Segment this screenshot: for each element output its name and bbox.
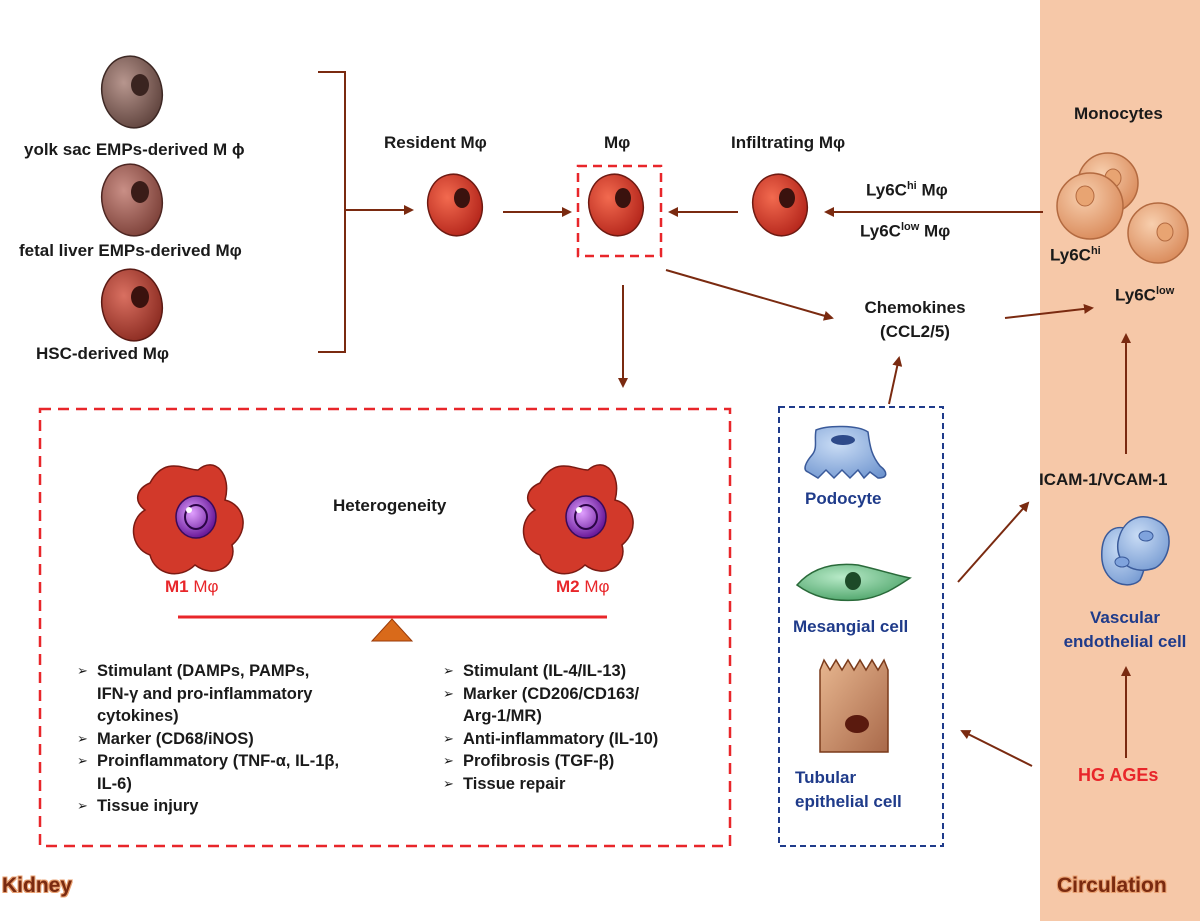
m1-features-item: ➢ Tissue injury	[77, 795, 339, 818]
fetal-liver-label: fetal liver EMPs-derived Mφ	[19, 241, 242, 260]
monocyte-cells	[1056, 152, 1189, 264]
m2-features-item: ➢ Tissue repair	[443, 773, 658, 796]
bullet-arrow-icon: ➢	[77, 753, 88, 768]
monocytes-title: Monocytes	[1074, 104, 1163, 123]
hsc-macrophage-cell	[100, 268, 164, 342]
feature-text: Proinflammatory (TNF-α, IL-1β,	[97, 752, 340, 770]
mesangial-label: Mesangial cell	[793, 617, 909, 636]
feature-text: Tissue repair	[463, 774, 566, 793]
yolk-sac-macrophage-cell	[100, 55, 164, 129]
hg-ages-label: HG AGEs	[1078, 765, 1159, 785]
tubular-epithelial-label: Tubular epithelial cell	[795, 768, 902, 811]
polarization-box	[38, 407, 732, 848]
center-macrophage-box	[576, 164, 663, 258]
adhesion-molecules-label: ICAM-1/VCAM-1	[1039, 470, 1168, 489]
resident-macrophage-cell	[426, 173, 484, 237]
bullet-arrow-icon: ➢	[443, 775, 454, 791]
origin-bracket	[318, 71, 346, 353]
feature-text: Profibrosis (TGF-β)	[463, 752, 615, 770]
infiltrating-macrophage-cell	[751, 173, 809, 237]
balance-fulcrum	[370, 618, 414, 642]
bullet-arrow-icon: ➢	[77, 730, 88, 746]
m2-label: M2 Mφ	[556, 577, 610, 596]
m1-features-item: ➢ Stimulant (DAMPs, PAMPs, IFN-γ and pro-i…	[77, 660, 339, 728]
feature-text: Marker (CD68/iNOS)	[97, 729, 254, 748]
feature-text: Anti-inflammatory (IL-10)	[463, 729, 659, 748]
monocyte-ly6c-low-label: Ly6Clow	[1115, 285, 1175, 305]
kidney-cells-box	[778, 406, 944, 847]
m1-feature-list: ➢ Stimulant (DAMPs, PAMPs, IFN-γ and pro-i…	[77, 660, 339, 818]
hsc-label: HSC-derived Mφ	[36, 344, 170, 363]
feature-text: Marker (CD206/CD163/	[463, 684, 640, 703]
tubular-epithelial-cell	[819, 658, 889, 753]
ly6c-low-macrophage-label: Ly6Clow Mφ	[860, 221, 951, 241]
feature-text: Stimulant (IL-4/IL-13)	[463, 662, 627, 680]
chemokines-label: Chemokines (CCL2/5)	[864, 298, 966, 341]
center-macrophage-cell	[587, 173, 645, 237]
feature-text: Arg-1/MR)	[463, 707, 542, 725]
podocyte-cell	[804, 425, 887, 480]
yolk-sac-label: yolk sac EMPs-derived M ϕ	[24, 140, 245, 159]
feature-text: cytokines)	[97, 707, 179, 725]
kidney-region-label: Kidney	[2, 874, 73, 897]
podocyte-label: Podocyte	[805, 489, 882, 508]
vascular-endothelial-label: Vascular endothelial cell	[1063, 608, 1187, 651]
m2-feature-list: ➢ Stimulant (IL-4/IL-13) ➢ Marker (CD206/CD…	[443, 660, 658, 795]
m1-macrophage-cell	[132, 464, 244, 575]
ly6c-hi-macrophage-label: Ly6Chi Mφ	[866, 180, 948, 200]
m1-features-item: ➢ Marker (CD68/iNOS)	[77, 728, 339, 751]
m2-macrophage-cell	[522, 464, 634, 575]
bullet-arrow-icon: ➢	[443, 730, 454, 746]
m2-features-item: ➢ Profibrosis (TGF-β)	[443, 750, 658, 773]
fetal-liver-macrophage-cell	[100, 163, 164, 237]
feature-text: Tissue injury	[97, 797, 199, 815]
m2-features-item: ➢ Stimulant (IL-4/IL-13)	[443, 660, 658, 683]
feature-text: IL-6)	[97, 774, 132, 793]
heterogeneity-label: Heterogeneity	[333, 496, 447, 515]
feature-text: Stimulant (DAMPs, PAMPs,	[97, 662, 310, 680]
m2-features-item: ➢ Marker (CD206/CD163/Arg-1/MR)	[443, 683, 658, 728]
resident-macrophage-label: Resident Mφ	[384, 133, 487, 152]
bullet-arrow-icon: ➢	[77, 663, 88, 678]
bullet-arrow-icon: ➢	[443, 663, 454, 678]
vascular-endothelial-cells	[1101, 516, 1170, 586]
mesangial-cell	[795, 563, 912, 602]
infiltrating-macrophage-label: Infiltrating Mφ	[731, 133, 846, 152]
bullet-arrow-icon: ➢	[443, 685, 454, 701]
circulation-region-label: Circulation	[1057, 874, 1167, 897]
monocyte-ly6c-hi-label: Ly6Chi	[1050, 245, 1101, 265]
feature-text: IFN-γ and pro-inflammatory	[97, 684, 313, 703]
bullet-arrow-icon: ➢	[443, 753, 454, 768]
m1-label: M1 Mφ	[165, 577, 219, 596]
m1-features-item: ➢ Proinflammatory (TNF-α, IL-1β, IL-6)	[77, 750, 339, 795]
center-macrophage-label: Mφ	[604, 133, 631, 152]
circulation-panel	[1040, 0, 1200, 921]
m2-features-item: ➢ Anti-inflammatory (IL-10)	[443, 728, 658, 751]
bullet-arrow-icon: ➢	[77, 798, 88, 813]
